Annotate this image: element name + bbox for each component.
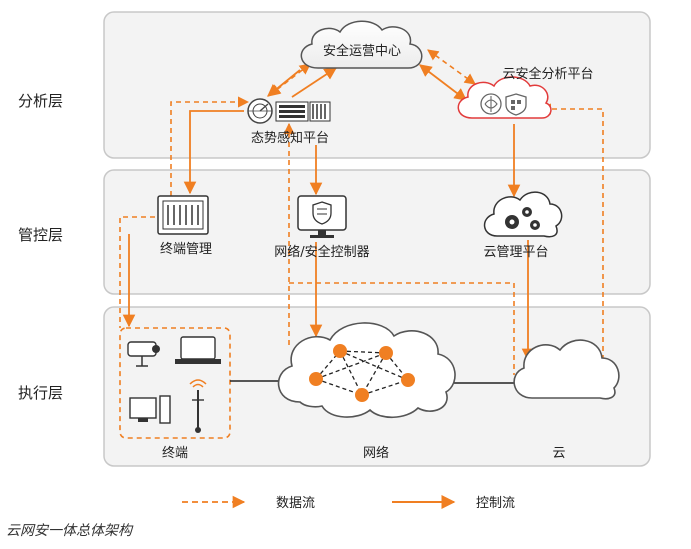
radar-icon xyxy=(247,98,273,124)
desktop-pc-icon xyxy=(129,395,171,424)
figure-caption: 云网安一体总体架构 xyxy=(6,523,132,539)
legend-data-flow-label: 数据流 xyxy=(276,496,315,511)
gear-icon xyxy=(505,207,540,230)
control-flow-situation-terminal xyxy=(183,110,244,195)
data-flow-cloud-to-analysis xyxy=(539,103,604,360)
terminal-management-icon xyxy=(157,195,209,235)
cloud-analysis-label: 云安全分析平台 xyxy=(502,66,593,82)
controller-monitor-icon xyxy=(297,195,347,238)
control-flows xyxy=(122,64,535,362)
net-controller-label: 网络/安全控制器 xyxy=(274,244,369,260)
shield-icon xyxy=(505,93,527,116)
terminals-group-box xyxy=(119,327,231,439)
network-nodes xyxy=(309,344,415,402)
layer-label-execution: 执行层 xyxy=(18,384,63,402)
network-node xyxy=(355,388,369,402)
data-flow-mgmt-to-terminals xyxy=(119,216,155,328)
data-flow-terminal-to-situation xyxy=(170,96,250,196)
network-node xyxy=(309,372,323,386)
situation-label: 态势感知平台 xyxy=(251,130,329,146)
data-flow-network-cloud-loop xyxy=(289,282,515,375)
network-node xyxy=(401,373,415,387)
cloud-label: 云 xyxy=(552,446,565,461)
control-flow-soc-situation xyxy=(267,69,301,97)
legend-control-flow-label: 控制流 xyxy=(476,496,515,511)
cloud-mgmt-label: 云管理平台 xyxy=(483,245,548,260)
layer-label-analysis: 分析层 xyxy=(18,92,63,110)
soc-label: 安全运营中心 xyxy=(323,43,401,59)
iot-antenna-icon xyxy=(189,379,207,433)
server-rack-icon xyxy=(275,101,331,122)
network-label: 网络 xyxy=(363,445,389,461)
layer-label-control: 管控层 xyxy=(18,226,63,244)
network-cloud-shape xyxy=(277,322,456,419)
laptop-icon xyxy=(175,336,221,364)
brain-icon xyxy=(480,93,502,115)
control-flow-soc-cloud xyxy=(418,64,468,101)
soc-cloud-shape xyxy=(300,20,423,69)
control-flow-situation-soc xyxy=(291,67,338,98)
network-node xyxy=(333,344,347,358)
terminal-management-label: 终端管理 xyxy=(160,241,212,257)
terminals-label: 终端 xyxy=(162,445,188,461)
execution-cloud-shape xyxy=(513,339,620,400)
camera-icon xyxy=(127,341,160,367)
data-flows xyxy=(119,49,604,375)
network-node xyxy=(379,346,393,360)
analysis-layer-panel xyxy=(103,11,651,159)
